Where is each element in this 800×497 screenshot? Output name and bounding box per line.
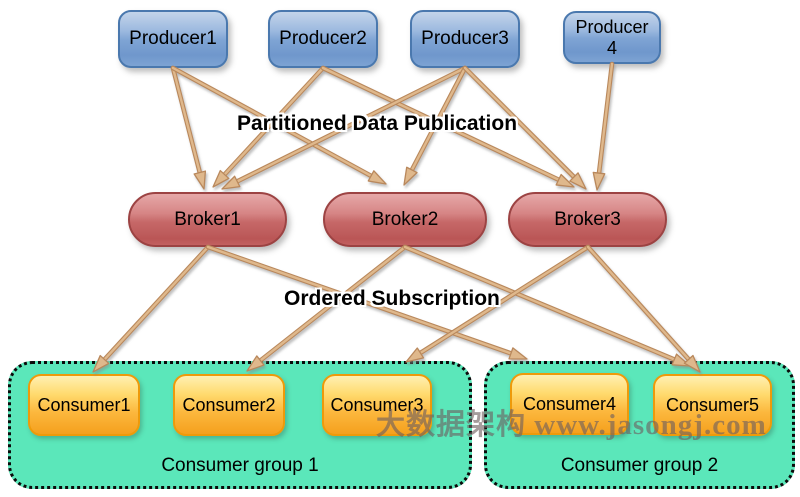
producer3-node: Producer3: [410, 10, 520, 68]
consumer1-node: Consumer1: [28, 374, 140, 436]
site-watermark: 大数据架构 www.jasongj.com: [376, 409, 767, 441]
arrow-Producer1-to-Broker1: [170, 65, 207, 190]
producer2-node: Producer2: [268, 10, 378, 68]
ordered-subscription-title: Ordered Subscription: [284, 287, 500, 310]
consumer2-node: Consumer2: [173, 374, 285, 436]
broker1-node: Broker1: [128, 192, 287, 247]
consumer-group-2-label: Consumer group 2: [560, 455, 719, 476]
consumer5-node: Consumer5: [653, 374, 772, 436]
broker3-node: Broker3: [508, 192, 667, 247]
producer1-node: Producer1: [118, 10, 228, 68]
consumer-group-1-label: Consumer group 1: [161, 455, 319, 476]
partitioned-data-publication-title: Partitioned Data Publication: [237, 112, 518, 135]
broker2-node: Broker2: [323, 192, 487, 247]
arrow-Broker3-to-Consumer5: [585, 244, 701, 373]
producer4-node: Producer 4: [563, 11, 661, 64]
arrow-Broker1-to-Consumer1: [92, 244, 211, 373]
arrow-Producer4-to-Broker3: [592, 61, 615, 191]
consumer4-node: Consumer4: [510, 373, 629, 435]
consumer3-node: Consumer3: [322, 374, 432, 436]
